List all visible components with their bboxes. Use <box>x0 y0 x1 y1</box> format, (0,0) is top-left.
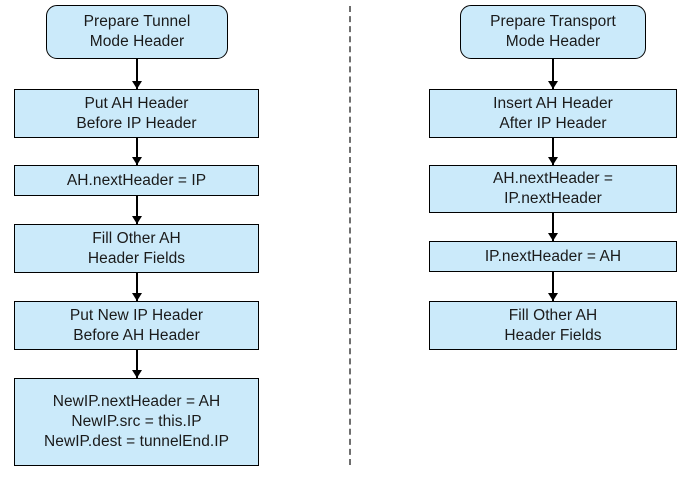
node-ah-nextheader-equals-ip-nextheader[interactable]: AH.nextHeader = IP.nextHeader <box>429 165 677 213</box>
node-fill-other-ah-header-fields-transport[interactable]: Fill Other AH Header Fields <box>429 301 677 350</box>
node-ah-nextheader-equals-ip[interactable]: AH.nextHeader = IP <box>14 165 259 196</box>
node-prepare-tunnel-mode-header[interactable]: Prepare Tunnel Mode Header <box>46 5 228 59</box>
node-ip-nextheader-equals-ah[interactable]: IP.nextHeader = AH <box>429 241 677 272</box>
node-prepare-transport-mode-header[interactable]: Prepare Transport Mode Header <box>460 5 646 59</box>
node-newip-field-assignments[interactable]: NewIP.nextHeader = AH NewIP.src = this.I… <box>14 378 259 466</box>
node-fill-other-ah-header-fields-tunnel[interactable]: Fill Other AH Header Fields <box>14 224 259 273</box>
node-insert-ah-header-after-ip-header[interactable]: Insert AH Header After IP Header <box>429 89 677 138</box>
node-put-ah-header-before-ip-header[interactable]: Put AH Header Before IP Header <box>14 89 259 138</box>
column-divider <box>349 6 351 465</box>
node-put-new-ip-header-before-ah-header[interactable]: Put New IP Header Before AH Header <box>14 301 259 350</box>
